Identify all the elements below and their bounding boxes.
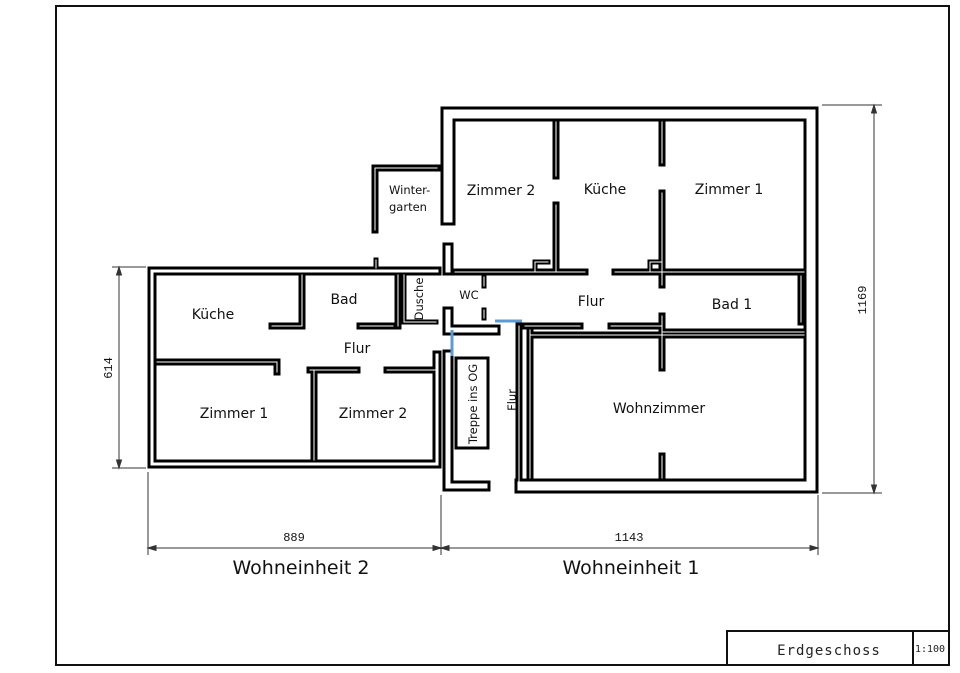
room-label-zimmer2-2: Zimmer 2 — [339, 406, 407, 422]
wall-fill-8 — [661, 275, 805, 333]
room-label-zimmer1-1: Zimmer 1 — [695, 182, 763, 198]
drawing-border — [55, 5, 950, 666]
wall-fill-17 — [271, 274, 399, 327]
wall-fill-14 — [445, 245, 498, 333]
room-label-zimmer2-1: Zimmer 2 — [467, 183, 535, 199]
dimension-width-unit1: 1143 — [615, 531, 644, 545]
wall-fill-7 — [649, 261, 663, 273]
wall-fill-16 — [150, 269, 439, 466]
room-label-zimmer1-2: Zimmer 1 — [200, 406, 268, 422]
dimension-width-unit2: 889 — [283, 531, 305, 545]
room-label-wohnzimmer: Wohnzimmer — [613, 401, 705, 417]
wall-fill-19 — [156, 361, 278, 373]
label-wintergarten-2: garten — [389, 200, 427, 214]
room-label-flur-vertical: Flur — [505, 389, 519, 411]
room-label-bad: Bad — [330, 292, 357, 308]
wall-fill-11 — [529, 329, 805, 479]
room-label-dusche: Dusche — [412, 278, 426, 321]
label-wintergarten-1: Winter- — [389, 183, 430, 197]
wall-19 — [153, 358, 281, 376]
wall-fill-21 — [374, 167, 438, 231]
room-label-kueche-1: Küche — [584, 182, 627, 198]
room-label-flur-2: Flur — [344, 341, 371, 357]
unit-connector-line — [450, 319, 522, 356]
dimension-lines — [112, 103, 882, 555]
walls — [147, 106, 819, 494]
unit-label-wohneinheit1: Wohneinheit 1 — [563, 557, 700, 579]
wall-0 — [440, 106, 819, 494]
title-block-scale: 1:100 — [915, 644, 945, 655]
wall-fill-18 — [403, 274, 437, 323]
wall-21 — [371, 164, 441, 234]
room-label-bad1: Bad 1 — [712, 297, 752, 313]
room-label-kueche-2: Küche — [192, 307, 235, 323]
dimension-height-unit1: 1169 — [856, 286, 870, 315]
room-label-wc: WC — [459, 288, 478, 302]
wall-fill-13 — [445, 352, 488, 489]
dimension-height-unit2: 614 — [102, 357, 116, 379]
room-label-flur-1: Flur — [578, 294, 605, 310]
wall-fill-6 — [534, 261, 549, 273]
title-block-title: Erdgeschoss — [777, 643, 881, 659]
unit-label-wohneinheit2: Wohneinheit 2 — [233, 557, 370, 579]
title-block: Erdgeschoss 1:100 — [726, 630, 950, 666]
wall-fill-20 — [309, 369, 437, 461]
staircase — [454, 356, 490, 450]
wall-fill-0 — [443, 109, 816, 491]
label-treppe: Treppe ins OG — [466, 364, 480, 445]
